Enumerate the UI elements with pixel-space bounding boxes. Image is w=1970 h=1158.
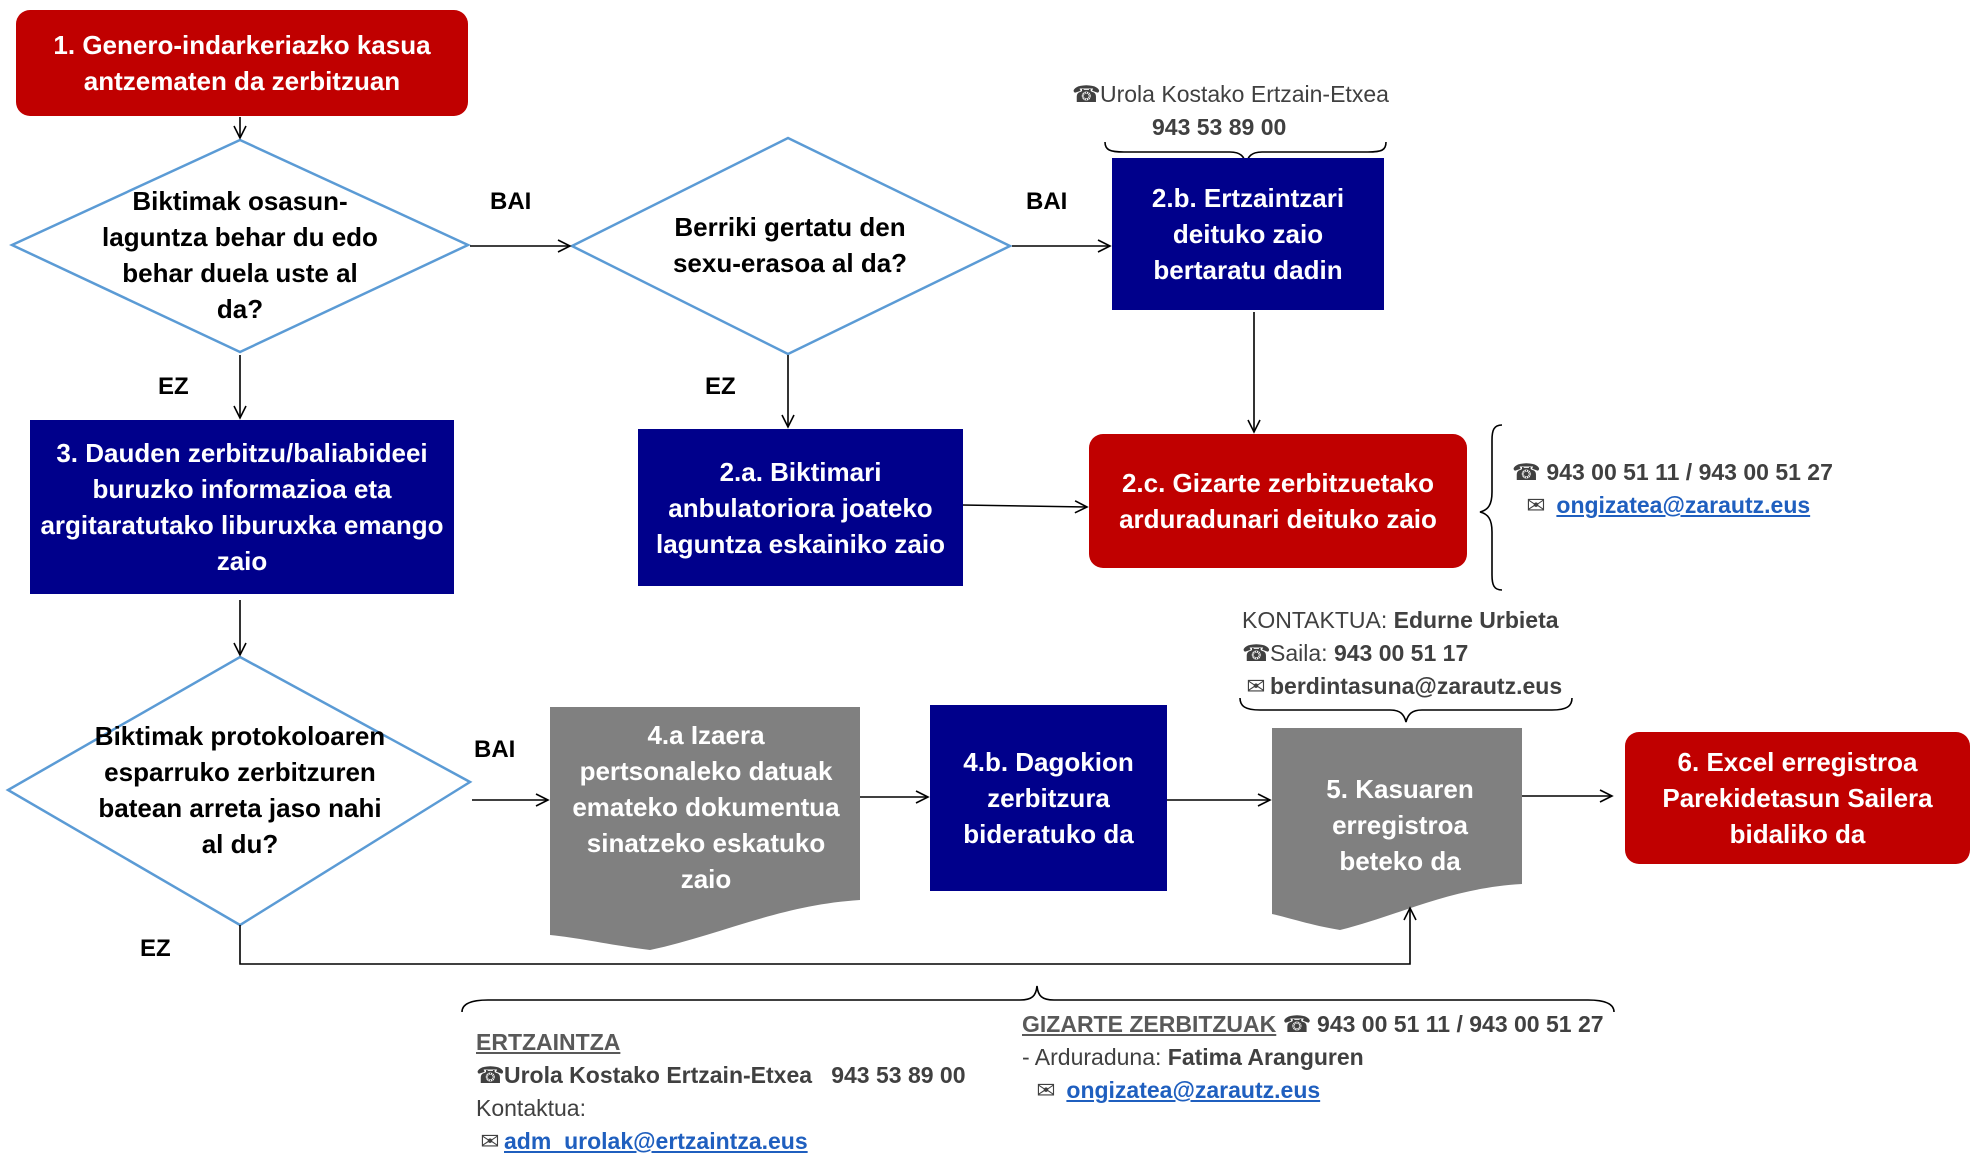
- envelope-icon: ✉: [1246, 673, 1266, 699]
- node-6-text: 6. Excel erregistroa Parekidetasun Saile…: [1662, 747, 1933, 849]
- edge-label-ez: EZ: [158, 373, 189, 400]
- node-4a-text: 4.a Izaera pertsonaleko datuak emateko d…: [572, 720, 840, 894]
- start-node-case-detected: 1. Genero-indarkeriazko kasua antzematen…: [16, 10, 468, 116]
- edge-label-ez: EZ: [705, 373, 736, 400]
- node-5-case-registry: 5. Kasuaren erregistroa beteko da: [1290, 760, 1510, 890]
- node-6-excel-registry: 6. Excel erregistroa Parekidetasun Saile…: [1625, 732, 1970, 864]
- edge-label-bai: BAI: [474, 736, 516, 763]
- decision-diamond-health: [9, 138, 471, 354]
- decision-assault-text: Berriki gertatu den sexu-erasoa al da?: [672, 212, 908, 278]
- phone-icon: ☎: [1512, 459, 1541, 485]
- phone-icon: ☎: [1242, 640, 1271, 666]
- bottom-ertzaintza-block: ERTZAINTZA ☎Urola Kostako Ertzain-Etxea …: [476, 1026, 966, 1158]
- node-2a-ambulatory: 2.a. Biktimari anbulatoriora joateko lag…: [638, 429, 963, 586]
- node-2b-text: 2.b. Ertzaintzari deituko zaio bertaratu…: [1151, 183, 1345, 285]
- document-shape-4a: [550, 707, 860, 950]
- document-shape-5: [1272, 728, 1522, 930]
- node-3-information: 3. Dauden zerbitzu/baliabideei buruzko i…: [30, 420, 454, 594]
- envelope-icon: ✉: [1036, 1077, 1056, 1103]
- node-2b-call-ertzaintza: 2.b. Ertzaintzari deituko zaio bertaratu…: [1112, 158, 1384, 310]
- phone-icon: ☎: [1072, 81, 1101, 107]
- node-2c-social-services: 2.c. Gizarte zerbitzuetako arduradunari …: [1089, 434, 1467, 568]
- envelope-icon: ✉: [480, 1128, 500, 1154]
- email-link-ongizatea-bottom[interactable]: ongizatea@zarautz.eus: [1066, 1077, 1321, 1103]
- edge-label-bai: BAI: [490, 188, 532, 215]
- arrows: [233, 117, 1614, 965]
- start-node-text: 1. Genero-indarkeriazko kasua antzematen…: [53, 30, 431, 96]
- node-2c-text: 2.c. Gizarte zerbitzuetako arduradunari …: [1119, 468, 1437, 534]
- decision-services-text: Biktimak protokoloaren esparruko zerbitz…: [94, 721, 386, 859]
- node-4b-text: 4.b. Dagokion zerbitzura bideratuko da: [963, 747, 1134, 849]
- edge-label-ez: EZ: [140, 935, 171, 962]
- decision-diamond-assault: [569, 136, 1013, 356]
- node-4b-refer-service: 4.b. Dagokion zerbitzura bideratuko da: [930, 705, 1167, 891]
- node-5-text: 5. Kasuaren erregistroa beteko da: [1326, 774, 1474, 876]
- bottom-gizarte-block: GIZARTE ZERBITZUAK ☎ 943 00 51 11 / 943 …: [1022, 1008, 1604, 1107]
- contact-ertzaintza-top: ☎Urola Kostako Ertzain-Etxea 943 53 89 0…: [1072, 78, 1389, 144]
- email-link-ongizatea[interactable]: ongizatea@zarautz.eus: [1556, 492, 1811, 518]
- contact-berdintasuna: KONTAKTUA: Edurne Urbieta ☎Saila: 943 00…: [1242, 604, 1562, 703]
- phone-icon: ☎: [1282, 1011, 1312, 1037]
- decision-health-text: Biktimak osasun-laguntza behar du edo be…: [102, 186, 378, 324]
- edge-label-bai: BAI: [1026, 188, 1068, 215]
- email-link-ertzaintza[interactable]: adm_urolak@ertzaintza.eus: [504, 1128, 808, 1154]
- node-4a-consent-document: 4.a Izaera pertsonaleko datuak emateko d…: [556, 712, 856, 902]
- phone-icon: ☎: [476, 1062, 505, 1088]
- node-2a-text: 2.a. Biktimari anbulatoriora joateko lag…: [656, 456, 945, 559]
- envelope-icon: ✉: [1526, 492, 1546, 518]
- node-3-text: 3. Dauden zerbitzu/baliabideei buruzko i…: [40, 438, 444, 576]
- contact-gizarte-right: ☎ 943 00 51 11 / 943 00 51 27 ✉ ongizate…: [1512, 456, 1833, 522]
